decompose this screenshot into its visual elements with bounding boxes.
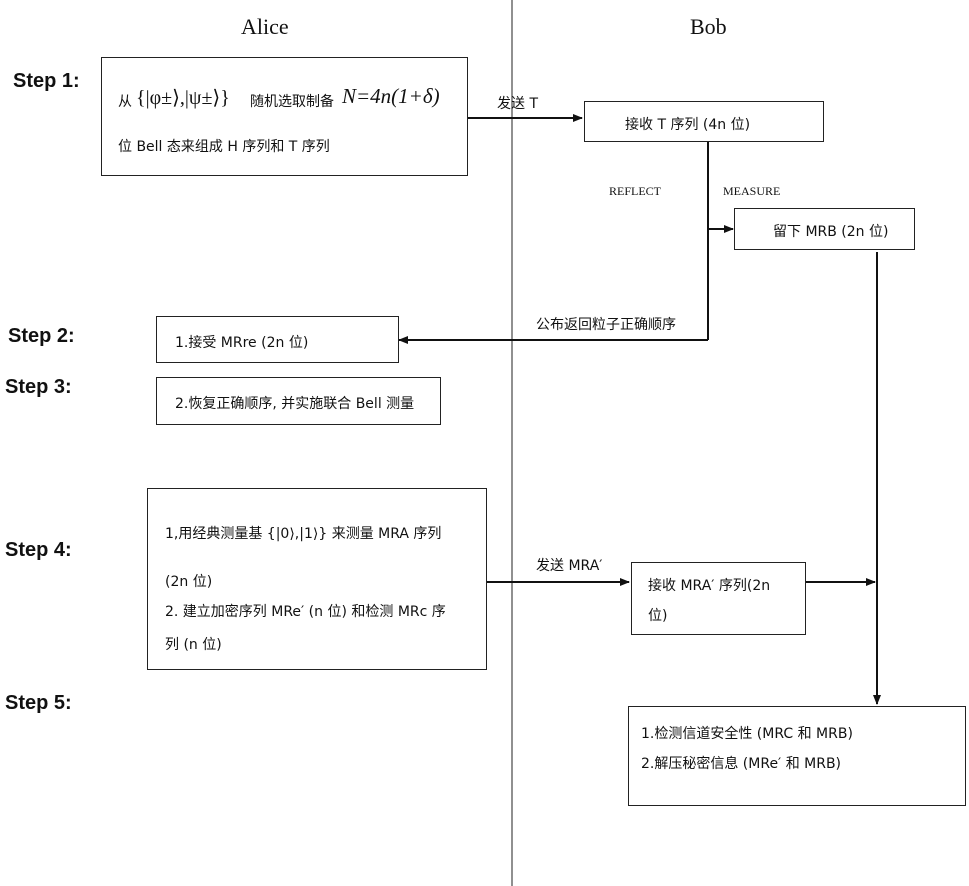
label-send-t: 发送 T: [497, 93, 538, 113]
alice-step3-box: 2.恢复正确顺序, 并实施联合 Bell 测量: [156, 377, 441, 425]
bob-step5-line1: 1.检测信道安全性 (MRC 和 MRB): [641, 723, 853, 743]
step1-from: 从: [118, 91, 132, 111]
header-alice: Alice: [241, 14, 289, 40]
step1-formula: N=4n(1+δ): [342, 84, 440, 109]
alice-step1-box: 从 {|φ±⟩,|ψ±⟩} 随机选取制备 N=4n(1+δ) 位 Bell 态来…: [101, 57, 468, 176]
step1-random-select: 随机选取制备: [250, 91, 334, 111]
bob-receive-mra-line2: 位): [648, 605, 667, 625]
bob-receive-mra-line1: 接收 MRA′ 序列(2n: [648, 575, 770, 595]
alice-step4-line4: 列 (n 位): [165, 634, 222, 654]
bob-keep-mrb-box: 留下 MRB (2n 位): [734, 208, 915, 250]
bell-state-set: {|φ±⟩,|ψ±⟩}: [136, 85, 230, 110]
label-reflect: REFLECT: [609, 184, 661, 199]
step-1-label: Step 1:: [13, 70, 80, 93]
bob-receive-mra-box: 接收 MRA′ 序列(2n 位): [631, 562, 806, 635]
alice-step2-box: 1.接受 MRre (2n 位): [156, 316, 399, 363]
label-measure: MEASURE: [723, 184, 780, 199]
step1-line2: 位 Bell 态来组成 H 序列和 T 序列: [118, 136, 330, 156]
label-send-mra: 发送 MRA′: [536, 555, 602, 575]
step-3-label: Step 3:: [5, 376, 72, 399]
step-4-label: Step 4:: [5, 539, 72, 562]
alice-step4-line1: 1,用经典测量基 {|0⟩,|1⟩} 来测量 MRA 序列: [165, 523, 441, 543]
alice-step2-text: 1.接受 MRre (2n 位): [175, 332, 308, 352]
bob-keep-mrb-text: 留下 MRB (2n 位): [773, 221, 888, 241]
bob-step5-box: 1.检测信道安全性 (MRC 和 MRB) 2.解压秘密信息 (MRe′ 和 M…: [628, 706, 966, 806]
alice-step3-text: 2.恢复正确顺序, 并实施联合 Bell 测量: [175, 393, 414, 413]
alice-step4-line2: (2n 位): [165, 571, 212, 591]
bob-step5-line2: 2.解压秘密信息 (MRe′ 和 MRB): [641, 753, 841, 773]
label-announce-order: 公布返回粒子正确顺序: [536, 314, 676, 334]
step-2-label: Step 2:: [8, 325, 75, 348]
alice-step4-box: 1,用经典测量基 {|0⟩,|1⟩} 来测量 MRA 序列 (2n 位) 2. …: [147, 488, 487, 670]
bob-receive-t-text: 接收 T 序列 (4n 位): [625, 114, 750, 134]
header-bob: Bob: [690, 14, 727, 40]
step-5-label: Step 5:: [5, 692, 72, 715]
alice-step4-line3: 2. 建立加密序列 MRe′ (n 位) 和检测 MRc 序: [165, 601, 446, 621]
bob-receive-t-box: 接收 T 序列 (4n 位): [584, 101, 824, 142]
